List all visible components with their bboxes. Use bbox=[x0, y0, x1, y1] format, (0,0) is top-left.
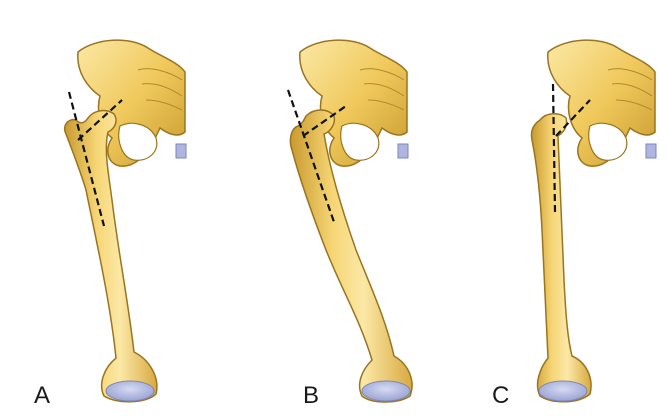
panel-label-b: B bbox=[303, 384, 319, 408]
panel-label-c: C bbox=[492, 384, 509, 408]
panel-b bbox=[288, 40, 412, 402]
panel-c bbox=[531, 40, 656, 402]
panel-a bbox=[65, 40, 186, 402]
pelvis-c bbox=[548, 40, 656, 166]
panel-label-a: A bbox=[34, 384, 50, 408]
